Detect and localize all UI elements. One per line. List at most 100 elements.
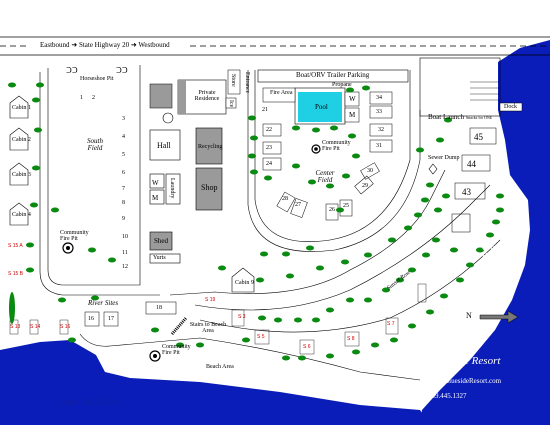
tree-icon [442, 193, 450, 199]
tree-icon [326, 183, 334, 189]
site-label: 29 [362, 183, 368, 189]
trees [8, 82, 504, 361]
tree-icon [426, 182, 434, 188]
tree-icon [88, 247, 96, 253]
tree-icon [58, 297, 66, 303]
site-label: 22 [266, 127, 272, 133]
tree-icon [326, 353, 334, 359]
tree-icon [256, 277, 264, 283]
river-sites-label: River Sites [88, 299, 119, 307]
tree-icon [444, 117, 452, 123]
site-label: S 6 [303, 344, 311, 350]
pool-label: Pool [315, 103, 328, 111]
south-field-label: South Field [87, 137, 103, 152]
cabin-9-label: Cabin 9 [235, 280, 254, 286]
tree-icon [421, 197, 429, 203]
tree-icon [352, 349, 360, 355]
tree-icon [371, 342, 379, 348]
tree-icon [346, 87, 354, 93]
tree-icon [26, 267, 34, 273]
boat-trailer-label: Boat/ORV Trailer Parking [296, 71, 370, 79]
tree-icon [416, 147, 424, 153]
tree-icon [36, 82, 44, 88]
tree-icon [108, 257, 116, 263]
tree-icon [466, 262, 474, 268]
river-water [420, 40, 550, 425]
site-label: 5 [122, 152, 125, 158]
tree-icon [408, 267, 416, 273]
site-label: S 15 A [8, 243, 23, 249]
river-water-bottom [0, 340, 430, 425]
restroom-label: W [152, 179, 159, 187]
fire-pit-south-label: Community Fire Pit [60, 230, 89, 242]
tree-icon [326, 307, 334, 313]
tree-icon [388, 237, 396, 243]
site-label: S 5 [257, 334, 265, 340]
boat-launch-label: Boat Launch [428, 113, 464, 121]
site-label: 11 [122, 250, 128, 256]
tree-icon [330, 125, 338, 131]
site-label: 4 [122, 134, 125, 140]
tree-icon [151, 327, 159, 333]
tree-icon [348, 133, 356, 139]
tree-icon [404, 225, 412, 231]
tree-icon [294, 317, 302, 323]
svg-text:ᑐᑐ: ᑐᑐ [116, 66, 128, 75]
tree-icon [408, 323, 416, 329]
tree-icon [91, 295, 99, 301]
tree-icon [274, 317, 282, 323]
tree-icon [456, 277, 464, 283]
site-label: 10 [122, 234, 128, 240]
tree-icon [341, 259, 349, 265]
tree-icon [286, 273, 294, 279]
restroom-label: W [349, 95, 356, 103]
tree-icon [248, 153, 256, 159]
yurts-label: Yurts [153, 255, 166, 261]
site-label: 31 [376, 143, 382, 149]
stairs-label: Stairs to Beach Area [189, 322, 227, 334]
tree-icon [432, 237, 440, 243]
tree-icon [342, 173, 350, 179]
horseshoe-pit-label: Horseshoe Pit [80, 76, 114, 82]
tree-icon [258, 315, 266, 321]
site-label: 12 [122, 264, 128, 270]
site-label: 21 [262, 107, 268, 113]
resort-phone: 509.445.1327 [428, 392, 467, 400]
tree-icon [306, 245, 314, 251]
tree-icon [312, 317, 320, 323]
cabin-3-label: Cabin 3 [12, 172, 31, 178]
site-label: 9 [122, 216, 125, 222]
tree-icon [8, 82, 16, 88]
tree-icon [450, 247, 458, 253]
ice-label: Ice [228, 100, 234, 108]
shop-label: Shop [201, 183, 218, 192]
site-label: S 3 [238, 314, 246, 320]
snack-label: Snacks for ONE [466, 115, 493, 120]
tree-icon [364, 297, 372, 303]
beach-area-label: Beach Area [206, 364, 234, 370]
tree-icon [440, 293, 448, 299]
site-label: 6 [122, 170, 125, 176]
site-label: 26 [329, 207, 335, 213]
beach-curve [79, 333, 421, 381]
shed-label: Shed [154, 237, 168, 245]
site-label: S 13 [10, 324, 21, 330]
tree-icon [496, 193, 504, 199]
tree-icon [312, 127, 320, 133]
tree-icon [282, 355, 290, 361]
site-label: 33 [376, 109, 382, 115]
laundry-label: Laundry [169, 178, 175, 199]
tree-icon [250, 169, 258, 175]
restroom-label: M [152, 194, 159, 202]
site-label: 28 [282, 196, 288, 202]
site-label: 8 [122, 200, 125, 206]
site-label: 27 [295, 202, 301, 208]
site-label: 44 [467, 159, 476, 169]
hall-label: Hall [157, 141, 171, 150]
svg-text:ᑐᑐ: ᑐᑐ [66, 66, 78, 75]
river-bottom-label: Pend Oreille River [58, 397, 126, 407]
tree-icon [68, 337, 76, 343]
site-label: 2 [92, 95, 95, 101]
tree-icon [336, 207, 344, 213]
tree-icon [434, 207, 442, 213]
